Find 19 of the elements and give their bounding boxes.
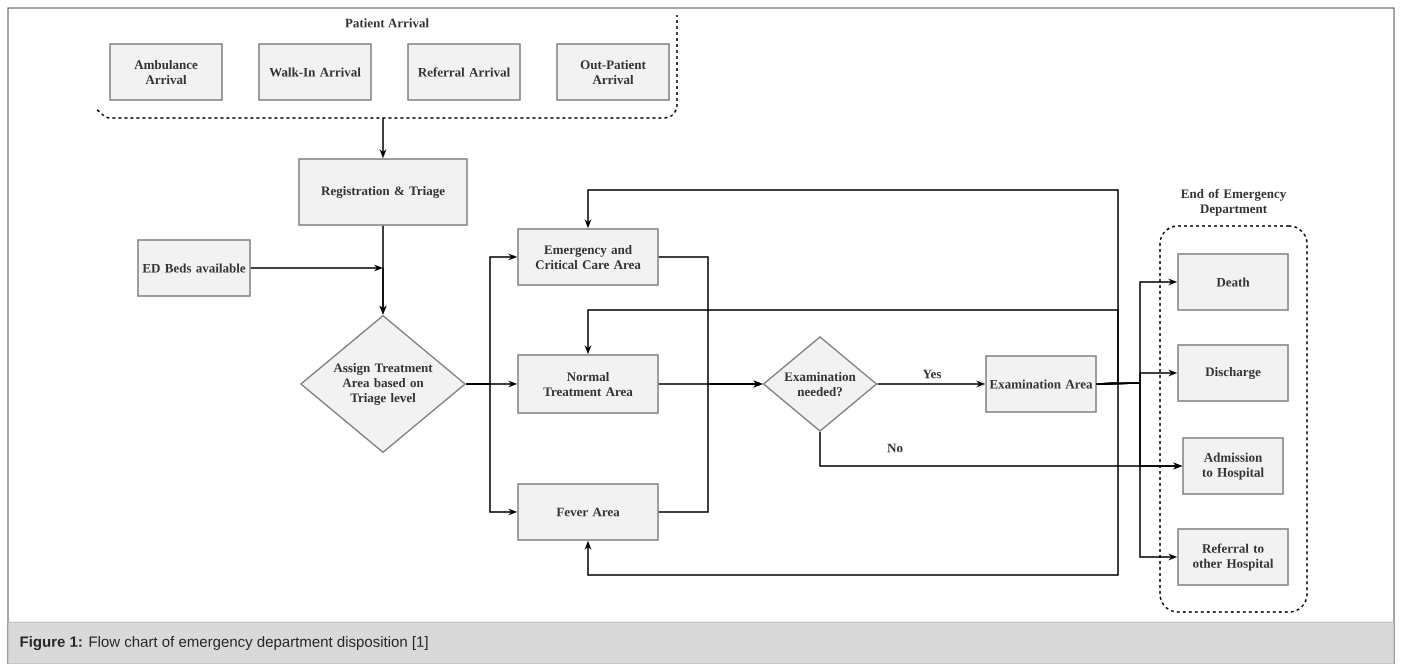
process-box: ED Beds available — [137, 239, 251, 297]
node-label: End of Emergency Department — [1181, 188, 1287, 216]
process-box: Normal Treatment Area — [517, 354, 659, 414]
process-box: Discharge — [1177, 344, 1289, 402]
edge-label: Yes — [921, 368, 943, 380]
process-box: Registration & Triage — [298, 158, 468, 226]
process-box: Referral to other Hospital — [1177, 528, 1289, 586]
caption-bar: Figure 1: Flow chart of emergency department disposition [1] — [7, 621, 1395, 664]
process-box: Out-Patient Arrival — [556, 43, 670, 101]
process-box: Fever Area — [517, 483, 659, 541]
process-box: Admission to Hospital — [1182, 437, 1284, 495]
process-box: Ambulance Arrival — [109, 43, 223, 101]
process-box: Death — [1177, 253, 1289, 311]
process-box: Walk-In Arrival — [258, 43, 372, 101]
process-box: Examination Area — [985, 355, 1097, 413]
process-box: Referral Arrival — [407, 43, 521, 101]
edge-label: No — [886, 442, 904, 454]
process-box: Emergency and Critical Care Area — [517, 228, 659, 286]
arrow — [584, 382, 1119, 576]
